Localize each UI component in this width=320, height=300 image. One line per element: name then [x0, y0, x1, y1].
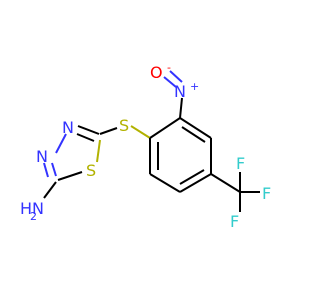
bonds	[43, 70, 260, 212]
bond-c4-c5	[179, 173, 212, 193]
bond-s-bridge-c1	[130, 125, 151, 139]
bond-n3-c2	[51, 162, 57, 177]
bond-c5-n4-double	[76, 133, 95, 142]
amine-h: H	[20, 199, 32, 218]
bond-c2-nh2	[43, 181, 57, 199]
amine-n: N	[32, 199, 44, 218]
amine-h-sub: 2	[30, 210, 37, 223]
bond-n4-n3	[55, 133, 67, 154]
bond-nitro-n-o-double	[169, 70, 183, 83]
thiadiazole-s: S	[86, 161, 96, 180]
nitro-nitrogen: N	[174, 82, 186, 101]
thiadiazole-n1: N	[62, 118, 74, 137]
bond-c5-n4	[77, 125, 100, 135]
bond-s1-c5	[96, 139, 101, 163]
bond-c2-c3	[179, 117, 212, 139]
nitro-plus: +	[190, 80, 199, 93]
thiadiazole-n2: N	[36, 147, 48, 166]
bond-c2-nitro-n	[179, 97, 183, 119]
nitro-oxygen: O	[150, 63, 163, 82]
cf3-fluorine-bottom: F	[230, 212, 239, 231]
bond-nitro-n-o	[163, 76, 177, 88]
molecule-structure: O - N + S N N S H N 2 F F F	[20, 61, 271, 231]
nitro-minus: -	[167, 61, 171, 74]
bond-c4-cf3	[210, 173, 241, 193]
bond-c4-c5-inner	[179, 169, 205, 185]
bond-n3-c2-double	[43, 162, 49, 178]
bond-c2-c3-inner	[181, 126, 206, 143]
bond-c5-c6	[149, 173, 181, 193]
bond-c5-s-bridge	[99, 127, 118, 135]
cf3-fluorine-top: F	[236, 154, 245, 173]
bond-c2-s1	[57, 171, 83, 181]
atom-labels: O - N + S N N S H N 2 F F F	[20, 61, 271, 231]
sulfur-bridge: S	[119, 116, 129, 135]
bond-c1-c2	[149, 117, 181, 139]
cf3-fluorine-right: F	[262, 184, 271, 203]
